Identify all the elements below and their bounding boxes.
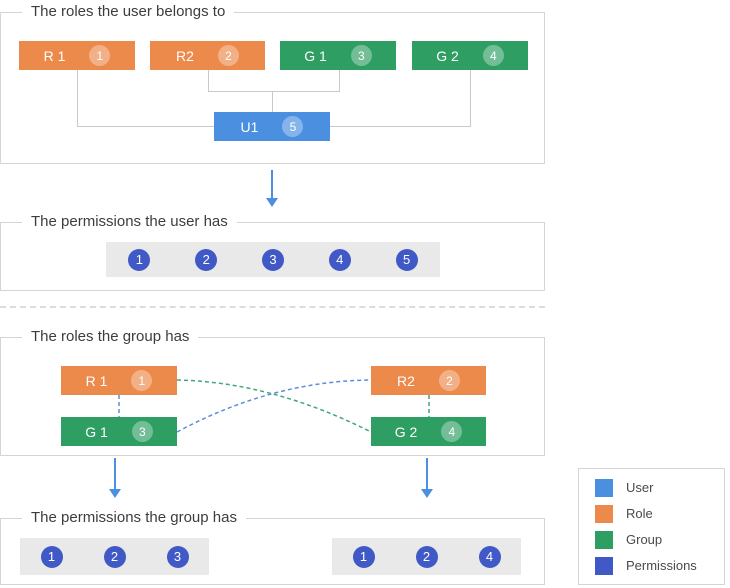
link-g1-r2 (176, 379, 372, 433)
legend-label: User (626, 480, 654, 495)
permission-badge: 1 (131, 370, 153, 391)
connector-line (470, 70, 471, 127)
group-node-g1: G 1 3 (61, 417, 177, 446)
permission-circle: 1 (128, 248, 151, 271)
dashed-divider (0, 306, 545, 308)
role-group-links (118, 379, 430, 433)
group-color-swatch (595, 530, 613, 549)
group-node-g1: G 1 3 (280, 41, 396, 70)
permission-circle: 1 (352, 545, 375, 568)
connector-line (208, 70, 209, 91)
permission-badge: 4 (441, 421, 463, 442)
section-group-permissions-title: The permissions the group has (22, 509, 246, 526)
permission-badge: 2 (217, 45, 239, 66)
permission-badge: 3 (350, 45, 372, 66)
user-color-swatch (595, 478, 613, 497)
role-node-r2: R2 2 (371, 366, 486, 395)
arrow-shaft (426, 458, 428, 489)
down-arrow-icon (108, 458, 122, 498)
section-group-permissions: The permissions the group has (0, 509, 545, 585)
connector-line (339, 70, 340, 91)
permission-circle: 4 (478, 545, 501, 568)
group-node-label: G 1 (85, 423, 108, 440)
permission-circle: 4 (328, 248, 351, 271)
connector-line (330, 126, 470, 127)
role-node-label: R 1 (85, 372, 108, 389)
user-permissions-strip: 1 2 3 4 5 (106, 242, 440, 277)
section-user-roles-title: The roles the user belongs to (22, 3, 235, 20)
permission-badge: 3 (131, 421, 153, 442)
role-node-label: R2 (176, 47, 194, 64)
role-node-label: R 1 (43, 47, 66, 64)
connector-line (208, 91, 340, 92)
section-user-roles: The roles the user belongs to (0, 3, 545, 164)
down-arrow-icon (265, 170, 279, 207)
permission-badge: 2 (438, 370, 460, 391)
legend: User Role Group Permissions (578, 468, 725, 585)
group-node-g2: G 2 4 (371, 417, 486, 446)
permission-circle: 3 (261, 248, 284, 271)
section-group-roles: The roles the group has (0, 328, 545, 456)
section-user-permissions: The permissions the user has (0, 213, 545, 291)
group-node-label: G 2 (436, 47, 459, 64)
legend-label: Permissions (626, 558, 697, 573)
group1-permissions-strip: 1 2 3 (20, 538, 209, 575)
permission-circle: 1 (40, 545, 63, 568)
connector-line (77, 126, 214, 127)
section-user-permissions-title: The permissions the user has (22, 213, 237, 230)
arrow-head (266, 198, 278, 207)
group2-permissions-strip: 1 2 4 (332, 538, 521, 575)
section-group-roles-title: The roles the group has (22, 328, 199, 345)
legend-row-permissions: Permissions (595, 556, 724, 575)
legend-label: Role (626, 506, 653, 521)
down-arrow-icon (420, 458, 434, 498)
user-node-u1: U1 5 (214, 112, 330, 141)
legend-row-group: Group (595, 530, 724, 549)
permissions-color-swatch (595, 556, 613, 575)
group-node-label: G 1 (304, 47, 327, 64)
arrow-head (109, 489, 121, 498)
legend-row-user: User (595, 478, 724, 497)
link-r1-g2 (176, 379, 372, 433)
permission-circle: 2 (415, 545, 438, 568)
role-node-label: R2 (397, 372, 415, 389)
arrow-shaft (271, 170, 273, 198)
role-color-swatch (595, 504, 613, 523)
group-node-g2: G 2 4 (412, 41, 528, 70)
arrow-shaft (114, 458, 116, 489)
connector-line (272, 91, 273, 112)
role-node-r1: R 1 1 (61, 366, 177, 395)
permission-circle: 5 (395, 248, 418, 271)
arrow-head (421, 489, 433, 498)
permission-circle: 2 (103, 545, 126, 568)
role-node-r2: R2 2 (150, 41, 265, 70)
permission-circle: 2 (195, 248, 218, 271)
legend-row-role: Role (595, 504, 724, 523)
permission-badge: 5 (282, 116, 304, 137)
connector-line (77, 70, 78, 127)
permission-circle: 3 (166, 545, 189, 568)
group-node-label: G 2 (394, 423, 418, 440)
user-node-label: U1 (240, 118, 259, 135)
legend-label: Group (626, 532, 663, 547)
permission-badge: 4 (482, 45, 504, 66)
permission-badge: 1 (89, 45, 111, 66)
role-node-r1: R 1 1 (19, 41, 135, 70)
